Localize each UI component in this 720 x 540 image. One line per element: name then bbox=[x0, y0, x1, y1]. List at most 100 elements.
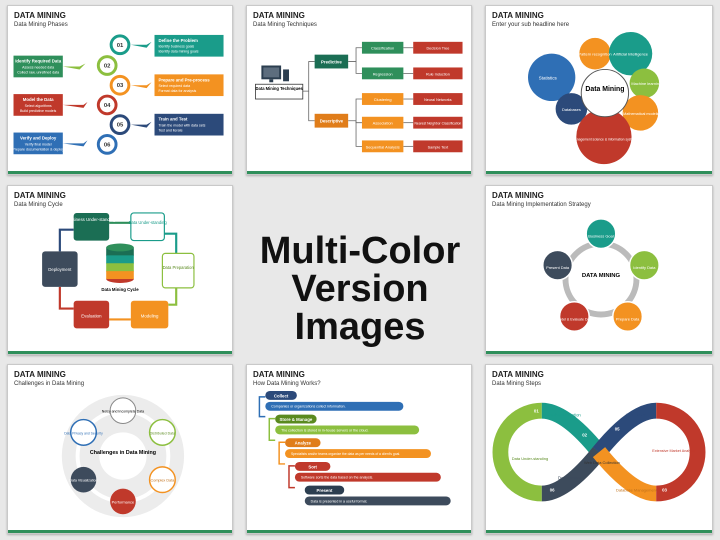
leaf-3: Neural Networks bbox=[424, 98, 452, 102]
arrow-left-2 bbox=[62, 101, 88, 108]
step-body-3 bbox=[285, 449, 431, 459]
inf-label-5: Evaluation bbox=[626, 413, 647, 418]
challenge-4: Performance bbox=[112, 499, 135, 504]
phase-right-2-head: Prepare and Pre-process bbox=[158, 77, 210, 82]
slide-strategy[interactable]: DATA MINING Data Mining Implementation S… bbox=[485, 185, 713, 355]
phase-left-3-line1: Verify final model bbox=[25, 142, 52, 146]
inf-label-3: Database Management bbox=[616, 488, 658, 493]
step-body-5 bbox=[304, 496, 451, 506]
challenges-center-label: Challenges in Data Mining bbox=[90, 450, 156, 456]
node-complex bbox=[148, 466, 176, 494]
bubble-center bbox=[580, 68, 630, 118]
ring-center bbox=[571, 249, 631, 309]
phase-right-1-line1: Identify business goals bbox=[158, 45, 194, 49]
ring-center-label: DATA MINING bbox=[582, 273, 621, 279]
bubble-label-6: Databases bbox=[562, 107, 581, 112]
slide-title: DATA MINING bbox=[14, 191, 66, 200]
slide-title: DATA MINING bbox=[253, 11, 305, 20]
phase-left-2-line2: Build predictive models bbox=[20, 109, 57, 113]
bubble-diagram: Data Mining Pattern recognition Artifici… bbox=[528, 31, 662, 165]
node-performance bbox=[110, 488, 136, 515]
cycle-box-deployment bbox=[42, 251, 78, 287]
step-head-1 bbox=[265, 390, 297, 400]
inf-label-4: Extensive Market Analysis bbox=[652, 449, 696, 453]
node-prepare-data bbox=[612, 300, 644, 333]
phase-right-3-line2: Test and iterate bbox=[158, 129, 182, 133]
slide-subtitle: Enter your sub headline here bbox=[492, 22, 570, 28]
cycle-arrows bbox=[58, 221, 178, 321]
cycle-box-modeling bbox=[130, 300, 169, 329]
inf-num-1: 01 bbox=[534, 409, 539, 414]
slide-steps-infinity[interactable]: DATA MINING Data Mining Steps 01 02 03 0… bbox=[485, 364, 713, 534]
node-visualization bbox=[70, 466, 97, 493]
slide-bubbles[interactable]: DATA MINING Enter your sub headline here… bbox=[485, 5, 713, 175]
bubble-databases bbox=[555, 93, 588, 125]
node-label-2: Identify Data bbox=[633, 265, 656, 270]
slide-subtitle: Data Mining Phases bbox=[14, 22, 68, 28]
step-body-4 bbox=[294, 472, 441, 482]
cycle-label-4: Modeling bbox=[141, 313, 159, 318]
slide-subtitle: Data Mining Techniques bbox=[253, 22, 317, 28]
cycle-box-evaluation bbox=[73, 300, 110, 329]
leaf-box-3 bbox=[413, 93, 463, 105]
inf-label-6: Deployment bbox=[558, 476, 582, 481]
phase-right-2-line1: Select required data bbox=[158, 84, 190, 88]
challenge-6: Data Privacy and Security bbox=[64, 431, 103, 435]
tree-connectors bbox=[302, 47, 414, 147]
node-label-3: Prepare Data bbox=[616, 316, 640, 321]
step-4-body: Software sorts the data based on the ana… bbox=[301, 476, 373, 480]
phase-num-1: 01 bbox=[117, 43, 124, 49]
slide-challenges[interactable]: DATA MINING Challenges in Data Mining Ch… bbox=[7, 364, 233, 534]
slide-phases[interactable]: DATA MINING Data Mining Phases Identify … bbox=[7, 5, 233, 175]
center-heading: Multi-Color Version Images bbox=[240, 232, 480, 346]
phase-left-3-line2: Prepare documentation & deploy bbox=[12, 147, 64, 151]
bubble-label-3: Statistics bbox=[539, 75, 558, 80]
bubble-ml bbox=[629, 68, 660, 99]
bubble-label-5: Mathematical modeling bbox=[623, 112, 661, 116]
slide-title: DATA MINING bbox=[492, 370, 544, 379]
slide-title: DATA MINING bbox=[492, 191, 544, 200]
phase-left-2-line1: Select algorithms bbox=[25, 104, 52, 108]
slide-techniques[interactable]: DATA MINING Data Mining Techniques bbox=[246, 5, 472, 175]
bubble-math bbox=[622, 95, 659, 131]
mid-4: Association bbox=[373, 121, 393, 126]
mid-box-3 bbox=[361, 93, 404, 105]
bubble-label-7: Management science & information systems bbox=[572, 137, 638, 141]
slide-title: DATA MINING bbox=[253, 370, 305, 379]
branch-box-descriptive bbox=[314, 113, 349, 128]
mid-5: Sequential Analysis bbox=[366, 144, 400, 149]
inf-num-6: 06 bbox=[550, 488, 555, 493]
cycle-box-preparation bbox=[161, 252, 195, 289]
cycle-center-label: Data Mining Cycle bbox=[101, 287, 139, 292]
arrow-right-3 bbox=[130, 121, 152, 128]
slide-cycle[interactable]: DATA MINING Data Mining Cycle Business U… bbox=[7, 185, 233, 355]
phase-num-3: 03 bbox=[117, 83, 124, 89]
phase-left-1-line2: Collect raw, unrefined data bbox=[17, 70, 59, 74]
phase-num-5: 05 bbox=[117, 123, 124, 129]
step-2-head: Store & Manage bbox=[280, 417, 313, 422]
step-body-2 bbox=[275, 425, 420, 435]
phase-right-1-head: Define the Problem bbox=[158, 38, 198, 43]
step-head-5 bbox=[304, 485, 345, 495]
bubble-pattern bbox=[579, 37, 611, 70]
step-2-body: The collection is stored in in-house ser… bbox=[281, 428, 368, 432]
cycle-label-2: Data Under-standing bbox=[129, 220, 168, 225]
cycle-label-1: Business Under-standing bbox=[67, 217, 116, 222]
node-present-data bbox=[542, 249, 574, 281]
node-label-4: Model & Evaluate Data bbox=[556, 317, 592, 321]
step-head-4 bbox=[294, 461, 331, 471]
slide-how-it-works[interactable]: DATA MINING How Data Mining Works? Colle… bbox=[246, 364, 472, 534]
techniques-tree: Data Mining Techniques Predictive Descri… bbox=[255, 41, 463, 153]
bubble-center-label: Data Mining bbox=[585, 86, 624, 93]
leaf-2: Rule Induction bbox=[426, 72, 450, 76]
inf-num-7: 07 bbox=[510, 442, 515, 447]
step-3-body: Specialists and/or teams organize the da… bbox=[291, 452, 400, 456]
mid-box-5 bbox=[361, 140, 404, 153]
challenge-1: Noisy and Incomplete Data bbox=[102, 410, 144, 414]
leaf-4: Nearest Neighbor Classification bbox=[414, 122, 461, 126]
slide-subtitle: Data Mining Steps bbox=[492, 381, 542, 387]
slide-title: DATA MINING bbox=[492, 11, 544, 20]
inf-num-4: 04 bbox=[672, 424, 677, 429]
node-label-5: Present Data bbox=[546, 265, 570, 270]
slide-title: DATA MINING bbox=[14, 11, 66, 20]
